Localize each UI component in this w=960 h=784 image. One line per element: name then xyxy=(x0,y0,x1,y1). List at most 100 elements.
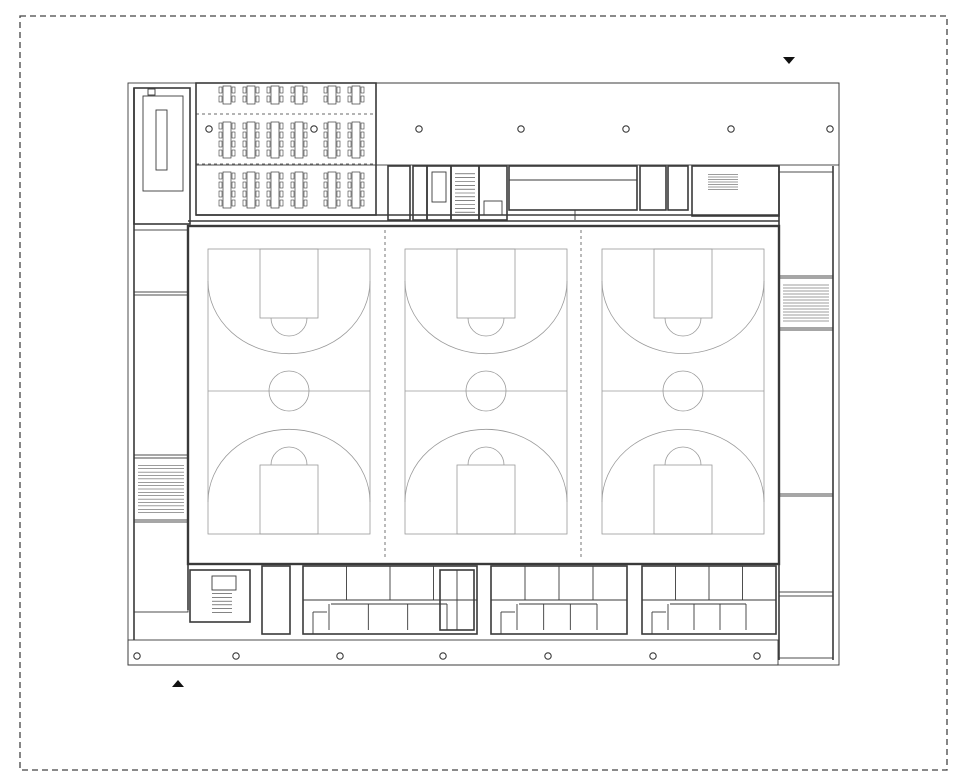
cafeteria-table xyxy=(218,121,236,159)
changing-room-cluster xyxy=(302,565,478,635)
three-point-arc xyxy=(404,280,568,355)
column-markers xyxy=(133,125,834,660)
east-room xyxy=(778,171,834,277)
chair xyxy=(218,190,223,198)
three-point-arc xyxy=(404,428,568,503)
column-marker xyxy=(727,125,735,133)
chair xyxy=(336,86,341,94)
chair xyxy=(231,172,236,180)
chair xyxy=(279,86,284,94)
corridor-room xyxy=(387,165,411,221)
cafeteria-table xyxy=(290,171,308,209)
center-circle xyxy=(268,370,310,412)
storage-room xyxy=(431,171,447,203)
cafeteria-table xyxy=(218,171,236,209)
chair xyxy=(266,149,271,157)
table-top xyxy=(246,121,256,159)
west-room xyxy=(133,521,189,613)
lobby-room xyxy=(261,565,291,635)
table-top xyxy=(294,171,304,209)
key-top xyxy=(259,248,319,319)
building-outline xyxy=(127,82,840,666)
chair xyxy=(231,86,236,94)
chair xyxy=(266,181,271,189)
chair xyxy=(360,199,365,207)
chair xyxy=(242,190,247,198)
table-top xyxy=(294,85,304,105)
stair-treads xyxy=(708,174,738,190)
section-arrow-down-icon xyxy=(783,57,795,64)
chair xyxy=(323,181,328,189)
chair xyxy=(255,86,260,94)
chair xyxy=(303,172,308,180)
west-room xyxy=(133,229,189,293)
column-marker xyxy=(622,125,630,133)
free-throw-arc xyxy=(664,317,702,337)
table-top xyxy=(246,85,256,105)
chair xyxy=(242,181,247,189)
table-top xyxy=(222,85,232,105)
wc-room xyxy=(412,165,428,221)
chair xyxy=(231,199,236,207)
chair xyxy=(360,86,365,94)
chair xyxy=(360,140,365,148)
chair xyxy=(231,122,236,130)
chair xyxy=(290,172,295,180)
kitchen-room xyxy=(133,87,191,225)
chair xyxy=(266,131,271,139)
chair xyxy=(242,131,247,139)
chair xyxy=(218,149,223,157)
three-point-arc xyxy=(207,280,371,355)
free-throw-arc xyxy=(467,446,505,466)
east-stair xyxy=(778,277,834,329)
chair xyxy=(303,190,308,198)
column-marker xyxy=(753,652,761,660)
key-bottom xyxy=(456,464,516,535)
chair xyxy=(242,172,247,180)
chair xyxy=(323,86,328,94)
column-marker xyxy=(205,125,213,133)
chair xyxy=(360,122,365,130)
chair xyxy=(290,140,295,148)
table-top xyxy=(351,121,361,159)
chair xyxy=(360,172,365,180)
building-shell xyxy=(127,82,840,666)
table-top xyxy=(270,121,280,159)
court-boundary xyxy=(601,248,765,535)
east-room xyxy=(778,595,834,659)
chair xyxy=(347,122,352,130)
chair xyxy=(266,140,271,148)
chair xyxy=(347,86,352,94)
column-marker xyxy=(517,125,525,133)
chair xyxy=(323,140,328,148)
table-top xyxy=(222,121,232,159)
chair xyxy=(360,149,365,157)
office-room xyxy=(667,165,689,211)
chair xyxy=(336,140,341,148)
west-stair xyxy=(133,457,189,521)
three-point-arc xyxy=(207,428,371,503)
chair xyxy=(303,95,308,103)
chair xyxy=(336,122,341,130)
chair xyxy=(231,140,236,148)
chair xyxy=(347,181,352,189)
chair xyxy=(347,95,352,103)
basketball-court xyxy=(601,248,765,535)
cafeteria-table xyxy=(242,85,260,105)
cafeteria-table xyxy=(242,171,260,209)
cafeteria-table xyxy=(242,121,260,159)
chair xyxy=(266,95,271,103)
cafeteria-table xyxy=(323,85,341,105)
chair xyxy=(231,190,236,198)
table-top xyxy=(294,121,304,159)
chair xyxy=(218,86,223,94)
utility-room xyxy=(483,200,503,216)
table-top xyxy=(327,85,337,105)
chair xyxy=(279,190,284,198)
chair xyxy=(255,190,260,198)
three-point-arc xyxy=(601,428,765,503)
chair xyxy=(360,190,365,198)
chair xyxy=(360,181,365,189)
chair xyxy=(279,172,284,180)
chair xyxy=(336,131,341,139)
